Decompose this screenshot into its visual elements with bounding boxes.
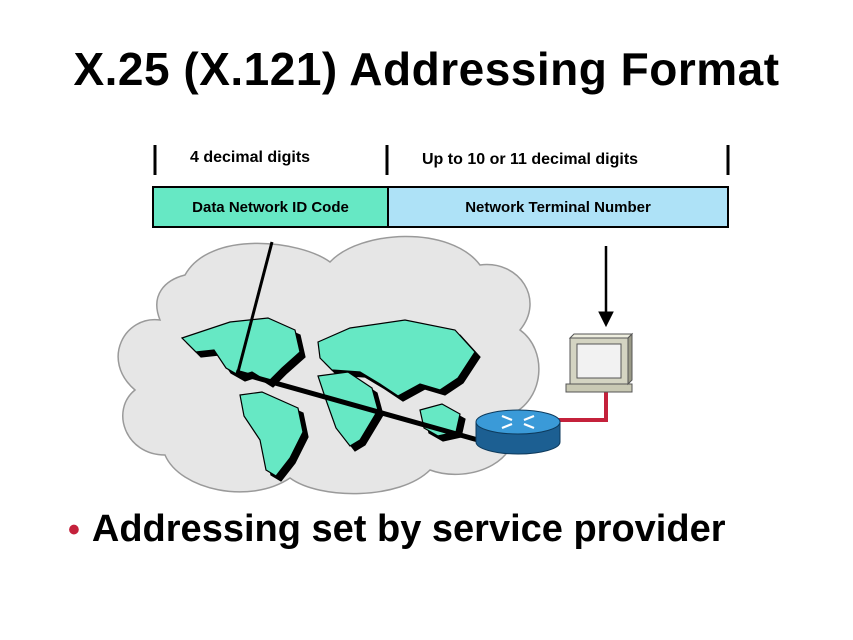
ntn-length-label: Up to 10 or 11 decimal digits bbox=[422, 151, 639, 168]
dnic-pointer-line bbox=[236, 241, 274, 373]
router-icon bbox=[475, 409, 561, 455]
ntn-arrow bbox=[598, 246, 614, 328]
digit-bracket-ticks bbox=[153, 145, 730, 175]
bullet-point: • Addressing set by service provider bbox=[68, 508, 726, 551]
bullet-text: Addressing set by service provider bbox=[91, 508, 726, 550]
bullet-dot-icon: • bbox=[68, 511, 80, 549]
dnic-length-label: 4 decimal digits bbox=[190, 149, 311, 166]
network-terminal-number-field: Network Terminal Number bbox=[387, 186, 729, 228]
terminal-icon bbox=[565, 332, 634, 393]
data-network-id-code-field: Data Network ID Code bbox=[152, 186, 389, 228]
network-link-line bbox=[235, 369, 479, 443]
world-map-icon bbox=[180, 317, 481, 482]
page-title: X.25 (X.121) Addressing Format bbox=[73, 43, 780, 95]
serial-link-line bbox=[556, 392, 608, 422]
